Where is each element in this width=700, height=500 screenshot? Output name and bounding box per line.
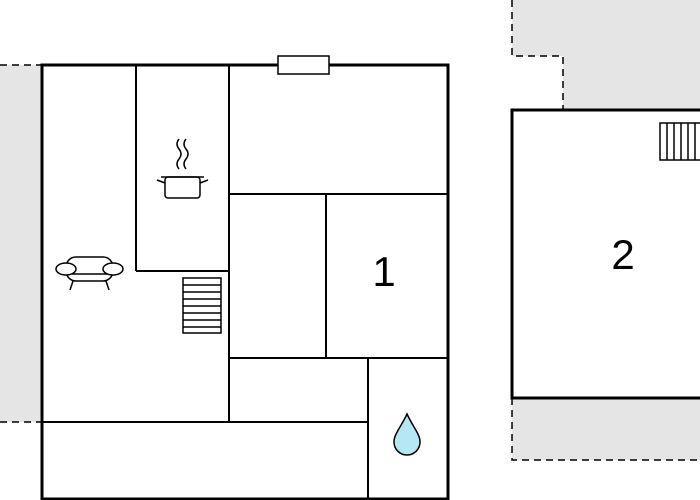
building-2: 2: [510, 108, 700, 400]
water-drop-icon: [393, 412, 421, 456]
sofa-icon: [55, 256, 124, 291]
stairs-icon: [182, 277, 222, 334]
window-icon: [277, 55, 330, 75]
interior-walls: [42, 65, 448, 499]
room-2-label: 2: [611, 231, 634, 278]
cooking-pot-icon: [156, 138, 209, 199]
room-1-label: 1: [372, 248, 395, 295]
left-terrace: [0, 64, 42, 423]
building-1: 1: [40, 55, 450, 500]
right-terrace: [511, 0, 700, 461]
stairs-icon: [659, 122, 700, 161]
